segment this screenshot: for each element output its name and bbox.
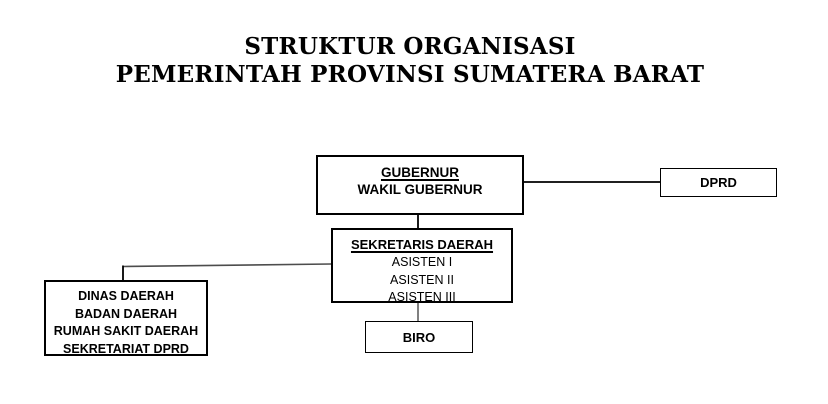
badan-daerah-label: BADAN DAERAH [74, 306, 178, 321]
sekretariat-dprd-label: SEKRETARIAT DPRD [63, 341, 189, 356]
rumah-sakit-daerah-label: RUMAH SAKIT DAERAH [53, 324, 199, 338]
page-title-line2: PEMERINTAH PROVINSI SUMATERA BARAT [115, 61, 705, 88]
biro-label: BIRO [402, 329, 436, 345]
daerah-units-box: DINAS DAERAH BADAN DAERAH RUMAH SAKIT DA… [44, 280, 208, 356]
asisten-3-label: ASISTEN III [388, 290, 456, 304]
dprd-label: DPRD [700, 175, 737, 190]
biro-box: BIRO [365, 321, 473, 353]
wakil-gubernur-label: WAKIL GUBERNUR [357, 182, 483, 197]
sekretaris-daerah-label: SEKRETARIS DAERAH [350, 237, 494, 252]
dinas-daerah-label: DINAS DAERAH [78, 289, 174, 303]
page-title: STRUKTUR ORGANISASI PEMERINTAH PROVINSI … [0, 33, 820, 89]
connector-sekretaris-units-horizontal [122, 263, 332, 268]
sekretaris-daerah-box: SEKRETARIS DAERAH ASISTEN I ASISTEN II A… [331, 228, 513, 304]
gubernur-box: GUBERNUR WAKIL GUBERNUR [316, 155, 524, 215]
asisten-1-label: ASISTEN I [391, 255, 453, 269]
page-title-line1: STRUKTUR ORGANISASI [244, 33, 576, 60]
dprd-box: DPRD [660, 168, 777, 197]
gubernur-label: GUBERNUR [380, 165, 459, 180]
asisten-2-label: ASISTEN II [390, 272, 454, 287]
